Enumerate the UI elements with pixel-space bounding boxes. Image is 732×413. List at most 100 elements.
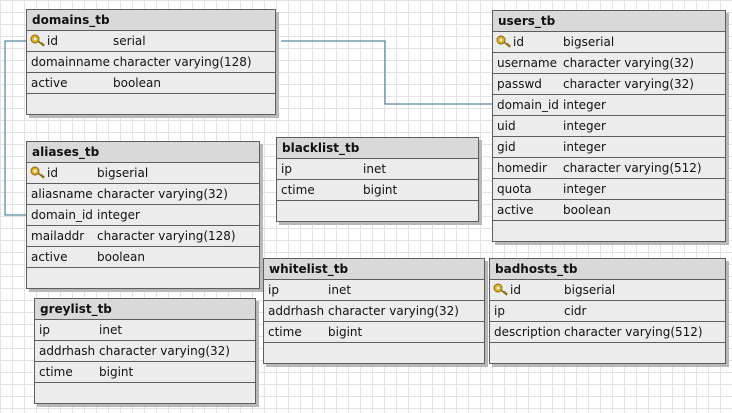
column-row[interactable]: id bigserial xyxy=(490,280,725,301)
table-badhosts_tb[interactable]: badhosts_tb id bigserial ip cidr descrip… xyxy=(489,258,726,364)
column-row[interactable]: ctime bigint xyxy=(277,180,478,201)
column-type: integer xyxy=(563,119,606,133)
table-users_tb[interactable]: users_tb id bigserial username character… xyxy=(492,10,726,242)
column-type: character varying(128) xyxy=(113,55,252,69)
column-name: aliasname xyxy=(31,187,93,201)
column-row[interactable]: passwd character varying(32) xyxy=(493,74,725,95)
column-name: uid xyxy=(497,119,516,133)
table-greylist_tb[interactable]: greylist_tb ip inet addrhash character v… xyxy=(34,298,256,404)
column-row[interactable]: ip cidr xyxy=(490,301,725,322)
column-row[interactable]: addrhash character varying(32) xyxy=(35,341,255,362)
column-row[interactable]: uid integer xyxy=(493,116,725,137)
relation-users-domains xyxy=(281,40,492,105)
column-type: character varying(32) xyxy=(563,77,694,91)
column-row[interactable]: addrhash character varying(32) xyxy=(264,301,484,322)
column-name: quota xyxy=(497,182,532,196)
table-title: aliases_tb xyxy=(27,142,259,163)
column-type: integer xyxy=(97,208,140,222)
column-row[interactable]: id serial xyxy=(27,31,275,52)
table-whitelist_tb[interactable]: whitelist_tb ip inet addrhash character … xyxy=(263,258,485,364)
primary-key-icon xyxy=(493,283,508,296)
column-row[interactable]: description character varying(512) xyxy=(490,322,725,343)
column-name: username xyxy=(497,56,557,70)
column-row[interactable]: ctime bigint xyxy=(264,322,484,343)
column-name: description xyxy=(494,325,561,339)
column-row[interactable]: ip inet xyxy=(264,280,484,301)
table-title: greylist_tb xyxy=(35,299,255,320)
column-type: boolean xyxy=(563,203,611,217)
column-row[interactable]: homedir character varying(512) xyxy=(493,158,725,179)
column-type: boolean xyxy=(97,250,145,264)
column-type: inet xyxy=(99,323,123,337)
table-footer xyxy=(277,201,478,221)
primary-key-icon xyxy=(496,35,511,48)
column-row[interactable]: active boolean xyxy=(27,73,275,94)
column-type: character varying(32) xyxy=(97,187,228,201)
table-title: badhosts_tb xyxy=(490,259,725,280)
column-type: bigint xyxy=(99,365,134,379)
column-name: ip xyxy=(494,304,505,318)
column-type: integer xyxy=(563,98,606,112)
column-name: active xyxy=(31,76,68,90)
column-row[interactable]: id bigserial xyxy=(27,163,259,184)
table-title: whitelist_tb xyxy=(264,259,484,280)
column-row[interactable]: quota integer xyxy=(493,179,725,200)
column-row[interactable]: domain_id integer xyxy=(27,205,259,226)
column-row[interactable]: active boolean xyxy=(493,200,725,221)
column-name: id xyxy=(47,34,58,48)
table-footer xyxy=(490,343,725,363)
column-name: ctime xyxy=(39,365,73,379)
column-row[interactable]: username character varying(32) xyxy=(493,53,725,74)
column-row[interactable]: domain_id integer xyxy=(493,95,725,116)
table-title: users_tb xyxy=(493,11,725,32)
column-type: bigint xyxy=(363,183,398,197)
column-row[interactable]: domainname character varying(128) xyxy=(27,52,275,73)
column-name: id xyxy=(513,35,524,49)
table-aliases_tb[interactable]: aliases_tb id bigserial aliasname charac… xyxy=(26,141,260,289)
column-type: inet xyxy=(363,162,387,176)
primary-key-icon xyxy=(30,166,45,179)
column-name: active xyxy=(31,250,68,264)
column-type: bigserial xyxy=(97,166,149,180)
column-name: homedir xyxy=(497,161,547,175)
column-name: addrhash xyxy=(268,304,325,318)
column-type: inet xyxy=(328,283,352,297)
table-footer xyxy=(35,383,255,403)
column-type: cidr xyxy=(564,304,587,318)
column-name: gid xyxy=(497,140,516,154)
column-type: bigserial xyxy=(564,283,616,297)
column-name: passwd xyxy=(497,77,542,91)
column-name: addrhash xyxy=(39,344,96,358)
column-row[interactable]: gid integer xyxy=(493,137,725,158)
column-type: character varying(32) xyxy=(99,344,230,358)
column-row[interactable]: ctime bigint xyxy=(35,362,255,383)
table-domains_tb[interactable]: domains_tb id serial domainname characte… xyxy=(26,9,276,115)
column-type: integer xyxy=(563,140,606,154)
table-footer xyxy=(27,94,275,114)
column-type: character varying(32) xyxy=(563,56,694,70)
column-name: ip xyxy=(268,283,279,297)
column-name: id xyxy=(47,166,58,180)
column-name: ip xyxy=(281,162,292,176)
table-blacklist_tb[interactable]: blacklist_tb ip inet ctime bigint xyxy=(276,137,479,222)
column-row[interactable]: ip inet xyxy=(277,159,478,180)
column-row[interactable]: aliasname character varying(32) xyxy=(27,184,259,205)
column-name: active xyxy=(497,203,534,217)
table-footer xyxy=(493,221,725,241)
column-name: mailaddr xyxy=(31,229,85,243)
column-name: domain_id xyxy=(31,208,93,222)
column-type: character varying(32) xyxy=(328,304,459,318)
column-name: ctime xyxy=(268,325,302,339)
column-row[interactable]: id bigserial xyxy=(493,32,725,53)
column-type: serial xyxy=(113,34,146,48)
column-type: integer xyxy=(563,182,606,196)
column-row[interactable]: active boolean xyxy=(27,247,259,268)
column-name: id xyxy=(510,283,521,297)
column-row[interactable]: mailaddr character varying(128) xyxy=(27,226,259,247)
relation-aliases-domains xyxy=(4,40,26,216)
column-row[interactable]: ip inet xyxy=(35,320,255,341)
table-footer xyxy=(264,343,484,363)
column-name: ip xyxy=(39,323,50,337)
column-type: character varying(128) xyxy=(97,229,236,243)
primary-key-icon xyxy=(30,34,45,47)
